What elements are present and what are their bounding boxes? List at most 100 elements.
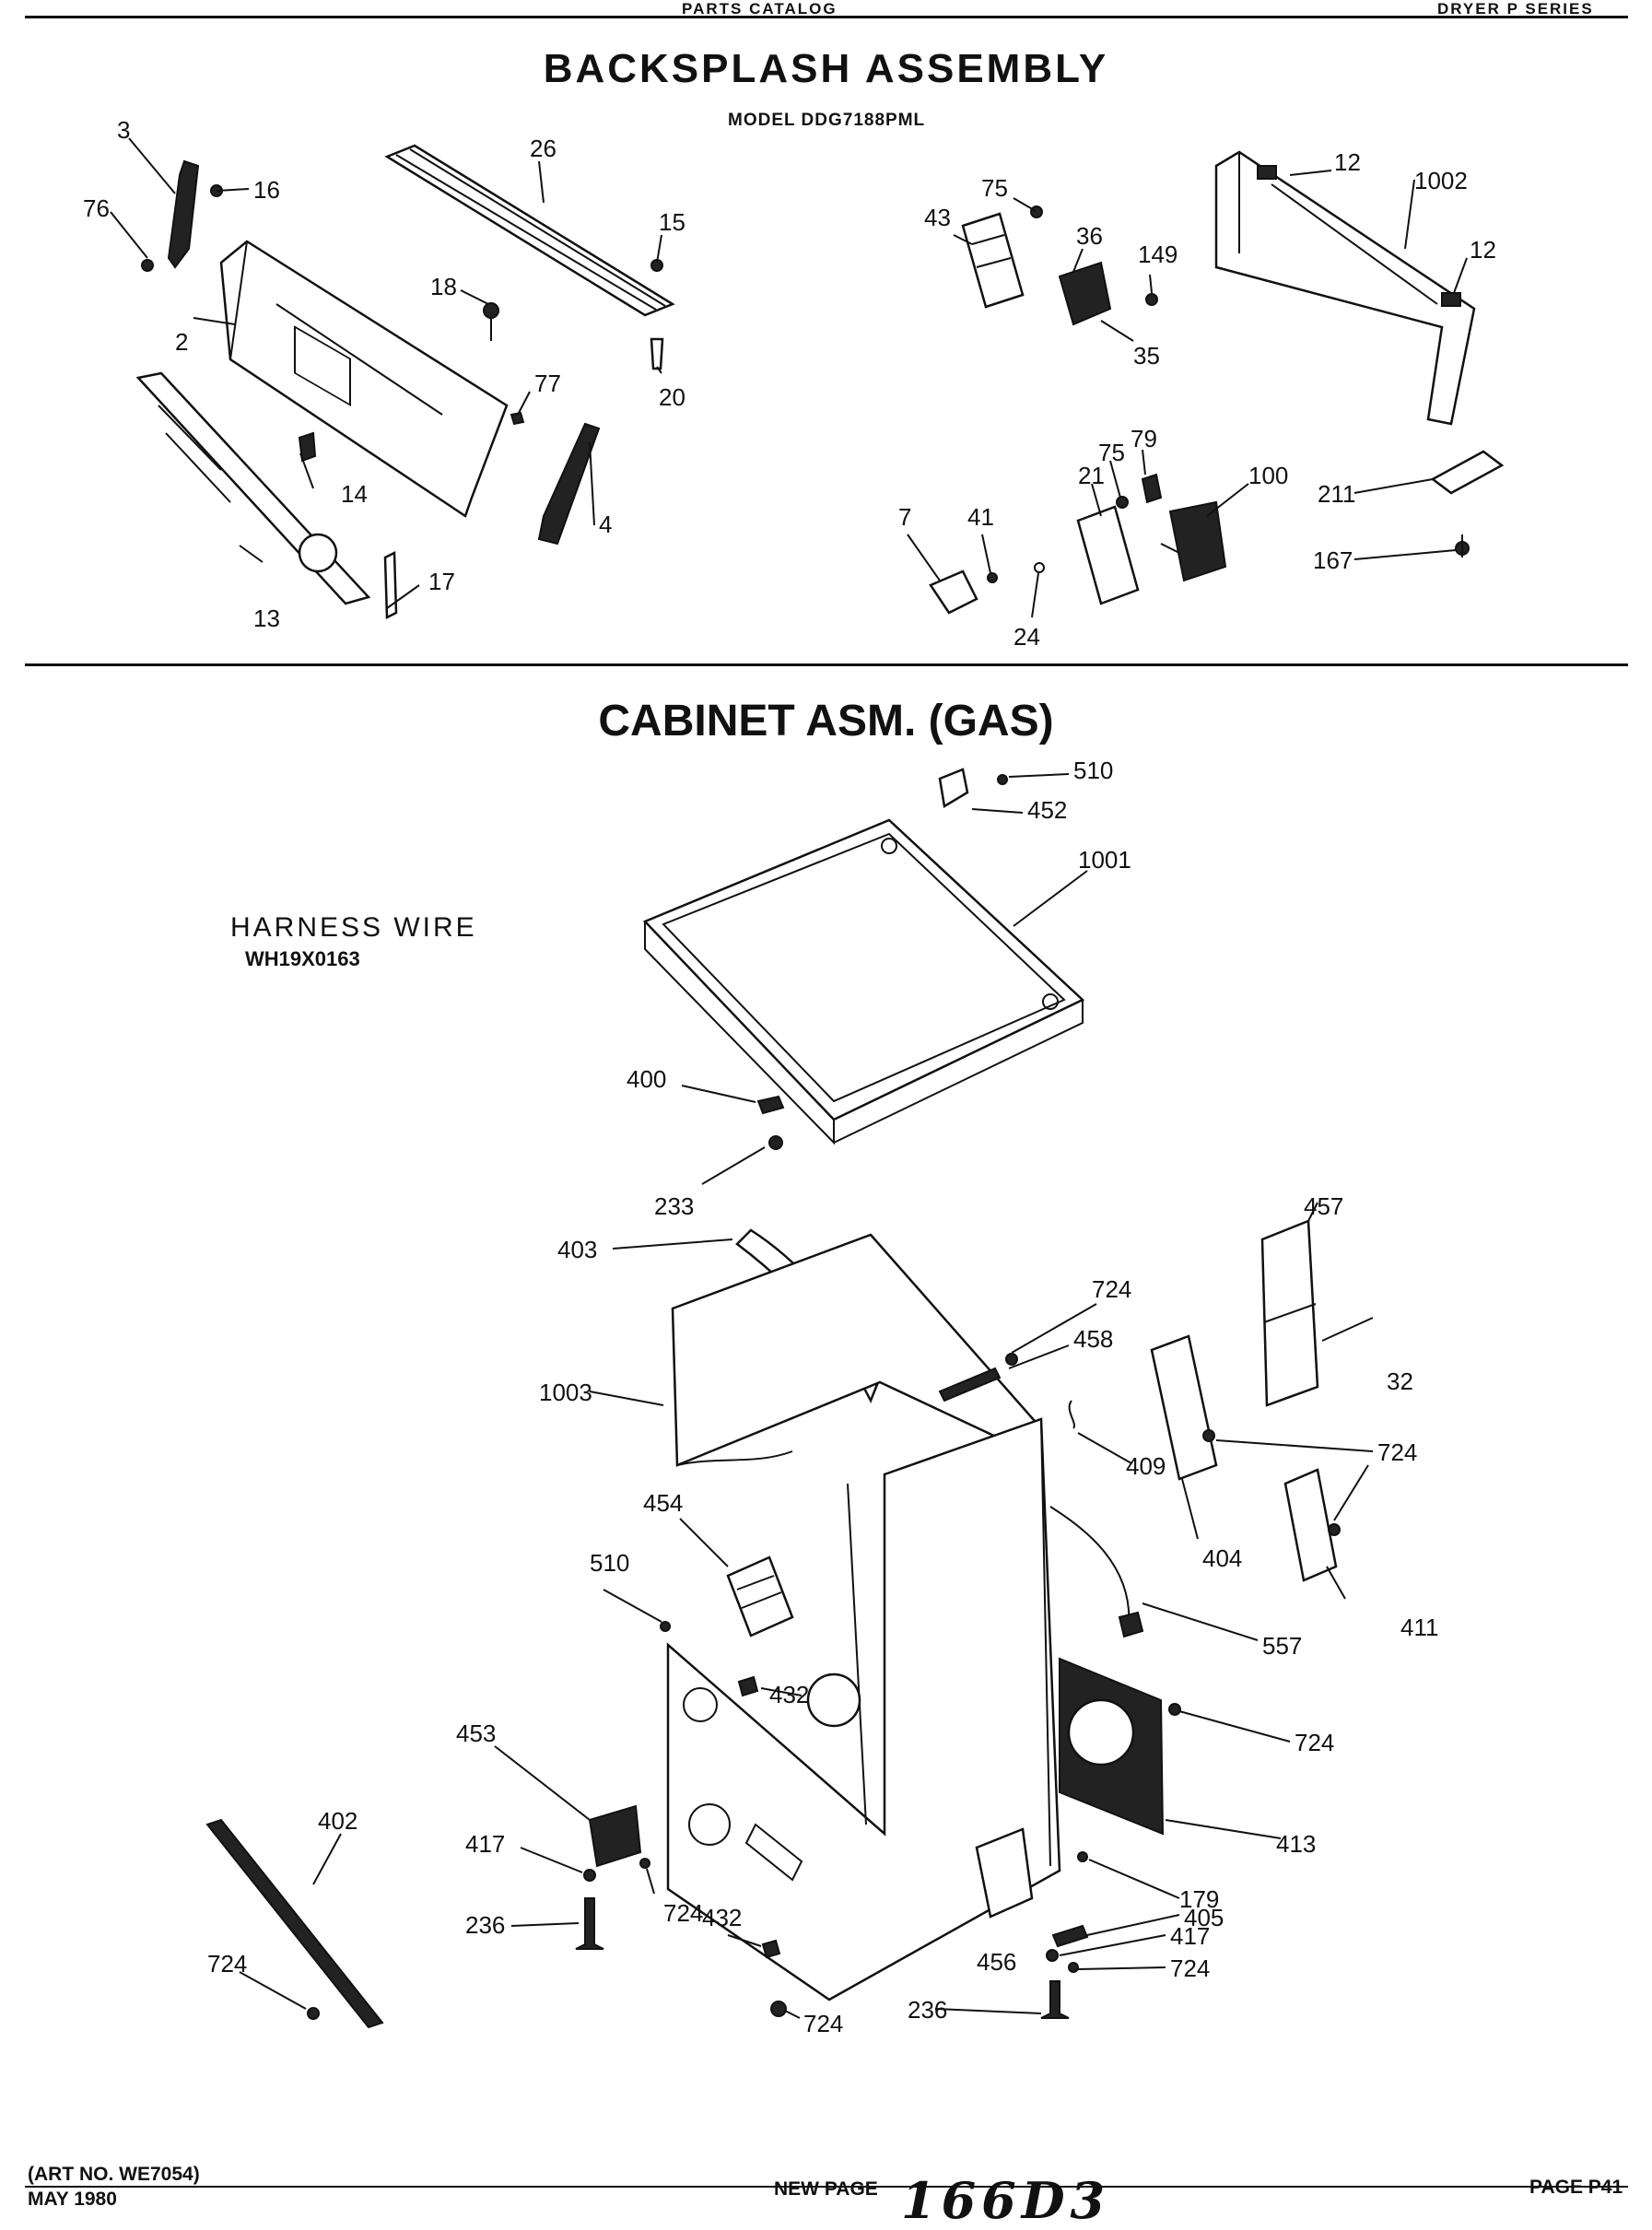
- callout-724-bottom: 724: [803, 2010, 843, 2037]
- callout-452: 452: [1027, 796, 1067, 824]
- part-411-access-panel: [1283, 1468, 1338, 1582]
- callout-20: 20: [659, 383, 685, 411]
- part-1002-backsplash-shell: [1214, 150, 1476, 426]
- callout-457: 457: [1304, 1192, 1343, 1220]
- part-18-spring: [483, 302, 499, 319]
- harness-wire-note: HARNESS WIRE WH19X0163: [230, 912, 477, 971]
- callout-236-right: 236: [908, 1996, 947, 2024]
- part-36-terminal-block: [1058, 261, 1112, 326]
- callout-41: 41: [967, 503, 994, 531]
- part-456-bracket: [975, 1827, 1034, 1919]
- callout-411: 411: [1400, 1614, 1438, 1641]
- callout-24: 24: [1013, 623, 1040, 651]
- callout-179: 179: [1179, 1885, 1219, 1913]
- part-77-clip: [510, 411, 525, 426]
- callout-211: 211: [1318, 480, 1355, 508]
- part-17-clip: [383, 551, 398, 619]
- callout-32: 32: [1387, 1367, 1413, 1395]
- footer-rule: [25, 2186, 1628, 2188]
- callout-76: 76: [83, 194, 110, 222]
- callout-16: 16: [253, 176, 280, 204]
- callout-75: 75: [981, 174, 1008, 202]
- new-page-label: NEW PAGE: [774, 2178, 878, 2200]
- callout-1003: 1003: [539, 1379, 592, 1406]
- part-724-screw-f: [1202, 1429, 1215, 1442]
- callout-36: 36: [1076, 222, 1103, 250]
- part-557-power-cord: [1049, 1506, 1131, 1627]
- callout-557: 557: [1262, 1632, 1302, 1660]
- callout-17: 17: [428, 568, 455, 595]
- callout-724-right-low: 724: [1170, 1954, 1210, 1982]
- callout-18: 18: [430, 273, 457, 300]
- callout-405: 405: [1184, 1904, 1224, 1931]
- part-417-nut-right: [1046, 1949, 1059, 1962]
- cabinet-title: CABINET ASM. (GAS): [598, 697, 1054, 745]
- callout-417: 417: [465, 1830, 505, 1858]
- cabinet-parts: 510 452 1001 400 233 403 457 724 458 32 …: [205, 757, 1438, 2037]
- callout-456: 456: [977, 1948, 1016, 1976]
- part-79-clip: [1141, 473, 1163, 504]
- part-14-clip: [298, 431, 317, 463]
- callout-724-foot: 724: [663, 1899, 703, 1927]
- part-75-screw: [1030, 205, 1043, 218]
- part-1001-top-cover: [642, 818, 1085, 1121]
- part-1003-rear-panel: [671, 1233, 1043, 1467]
- part-100-timer: [1168, 500, 1227, 582]
- callout-75-lower: 75: [1098, 439, 1125, 466]
- callout-35: 35: [1133, 342, 1160, 370]
- part-179-screw: [1077, 1851, 1088, 1862]
- part-75-lower-screw: [1116, 496, 1129, 509]
- callout-417-right: 417: [1170, 1922, 1210, 1950]
- part-236-leveling-leg-right: [1040, 1980, 1070, 2019]
- callout-724-right: 724: [1295, 1729, 1334, 1756]
- series-header: DRYER P SERIES: [1437, 0, 1594, 18]
- part-24-screw: [1034, 562, 1045, 573]
- part-405-bracket: [1051, 1924, 1089, 1948]
- callout-458: 458: [1073, 1325, 1113, 1353]
- part-2-housing: [219, 240, 509, 518]
- callout-13: 13: [253, 604, 280, 632]
- part-3-end-bracket: [167, 159, 200, 269]
- part-149-screw: [1145, 293, 1158, 306]
- part-12-grommet-right: [1441, 292, 1461, 307]
- callout-510: 510: [1073, 757, 1113, 784]
- part-724-screw-a: [639, 1858, 650, 1869]
- part-236-leveling-leg: [575, 1897, 604, 1950]
- model-number: MODEL DDG7188PML: [728, 111, 926, 130]
- callout-432-lower: 432: [702, 1904, 742, 1931]
- callout-236: 236: [465, 1911, 505, 1939]
- part-724-screw-e: [1168, 1703, 1181, 1716]
- part-453-bracket: [588, 1804, 642, 1868]
- part-43-bracket: [961, 212, 1025, 309]
- callout-402: 402: [318, 1807, 357, 1835]
- callout-2: 2: [175, 328, 188, 356]
- callout-724-top: 724: [1092, 1275, 1131, 1303]
- part-76-screw: [141, 259, 154, 272]
- callout-79: 79: [1131, 425, 1157, 452]
- callout-400: 400: [627, 1065, 666, 1093]
- part-20-screw: [650, 337, 664, 370]
- selector-knob-opening: [298, 533, 338, 573]
- callout-14: 14: [341, 480, 368, 508]
- callout-1001: 1001: [1078, 846, 1131, 874]
- part-724-screw-g: [1328, 1523, 1341, 1536]
- callout-453: 453: [456, 1719, 496, 1747]
- part-404-access-panel: [1150, 1334, 1218, 1481]
- part-724-screw-c: [770, 2001, 787, 2017]
- part-402-toe-plate: [205, 1818, 384, 2029]
- section-divider: [25, 663, 1628, 666]
- part-724-screw-d: [1068, 1962, 1079, 1973]
- callout-724-toe: 724: [207, 1950, 247, 1978]
- callout-15: 15: [659, 208, 685, 236]
- part-26-top-rail: [384, 144, 675, 317]
- part-510-screw: [997, 774, 1008, 785]
- part-cabinet-shell: [666, 1417, 1061, 2001]
- backsplash-parts: 3 76 16 26 15 18 2 20 77 14 4 13 17 43 7…: [83, 116, 1505, 651]
- part-7-knob: [929, 569, 978, 615]
- callout-724-mid: 724: [1377, 1438, 1417, 1466]
- callout-3: 3: [117, 116, 130, 144]
- callout-149: 149: [1138, 241, 1177, 268]
- backsplash-title: BACKSPLASH ASSEMBLY: [543, 46, 1109, 91]
- callout-26: 26: [530, 135, 557, 162]
- callout-43: 43: [924, 204, 951, 231]
